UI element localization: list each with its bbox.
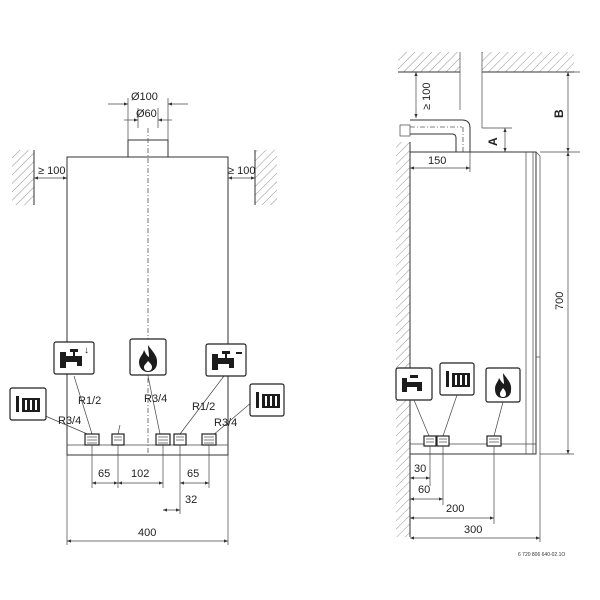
left-wall-hatch xyxy=(12,150,34,205)
side-gas-flame-icon xyxy=(485,367,521,403)
thread-gas-label: R3/4 xyxy=(144,393,167,405)
svg-text:↓: ↓ xyxy=(84,345,89,356)
flue-inner-diameter: Ø60 xyxy=(136,108,157,120)
dim-200: 200 xyxy=(446,503,464,515)
front-view: ≥ 100 ≥ 100 Ø100 Ø60 xyxy=(9,91,285,545)
dim-150: 150 xyxy=(428,155,446,167)
dim-102: 102 xyxy=(131,468,149,480)
dim-32: 32 xyxy=(185,494,197,506)
thread-heat-flow-label: R3/4 xyxy=(58,415,81,427)
ceiling-hatch-right xyxy=(482,52,574,72)
dim-65-left: 65 xyxy=(98,468,110,480)
dim-60: 60 xyxy=(418,484,430,496)
side-wall-hatch xyxy=(396,142,410,537)
heating-radiator-icon-left xyxy=(9,387,47,421)
side-heating-radiator-icon xyxy=(439,362,475,396)
side-view: ≥ 100 A B 150 700 xyxy=(395,52,580,558)
front-connectors xyxy=(84,433,217,446)
dim-height-700: 700 xyxy=(554,292,566,310)
dim-65-right: 65 xyxy=(187,468,199,480)
dim-300: 300 xyxy=(464,524,482,536)
flue-outer-diameter: Ø100 xyxy=(131,91,158,103)
boiler-side-outline xyxy=(409,151,537,455)
document-number: 6 720 806 640-02.1O xyxy=(518,552,565,558)
clearance-left-label: ≥ 100 xyxy=(38,165,65,177)
clearance-right-label: ≥ 100 xyxy=(228,165,255,177)
cold-water-tap-icon xyxy=(205,343,247,377)
thread-cold-label: R1/2 xyxy=(192,401,215,413)
heating-radiator-icon-right xyxy=(249,383,285,417)
dim-width-400: 400 xyxy=(138,527,156,539)
hot-water-tap-icon: ↓ xyxy=(53,341,95,375)
right-wall-hatch xyxy=(255,150,277,205)
side-clearance-top: ≥ 100 xyxy=(421,83,433,110)
label-b: B xyxy=(552,109,566,118)
side-hot-water-tap-icon xyxy=(395,367,433,401)
dim-30: 30 xyxy=(414,463,426,475)
thread-hot-label: R1/2 xyxy=(78,395,101,407)
side-connectors xyxy=(423,435,502,447)
gas-flame-icon xyxy=(129,338,167,376)
flue-duct-outer xyxy=(410,119,471,152)
ceiling-hatch-left xyxy=(398,52,460,72)
thread-heat-return-label: R3/4 xyxy=(214,417,237,429)
label-a: A xyxy=(486,137,500,146)
